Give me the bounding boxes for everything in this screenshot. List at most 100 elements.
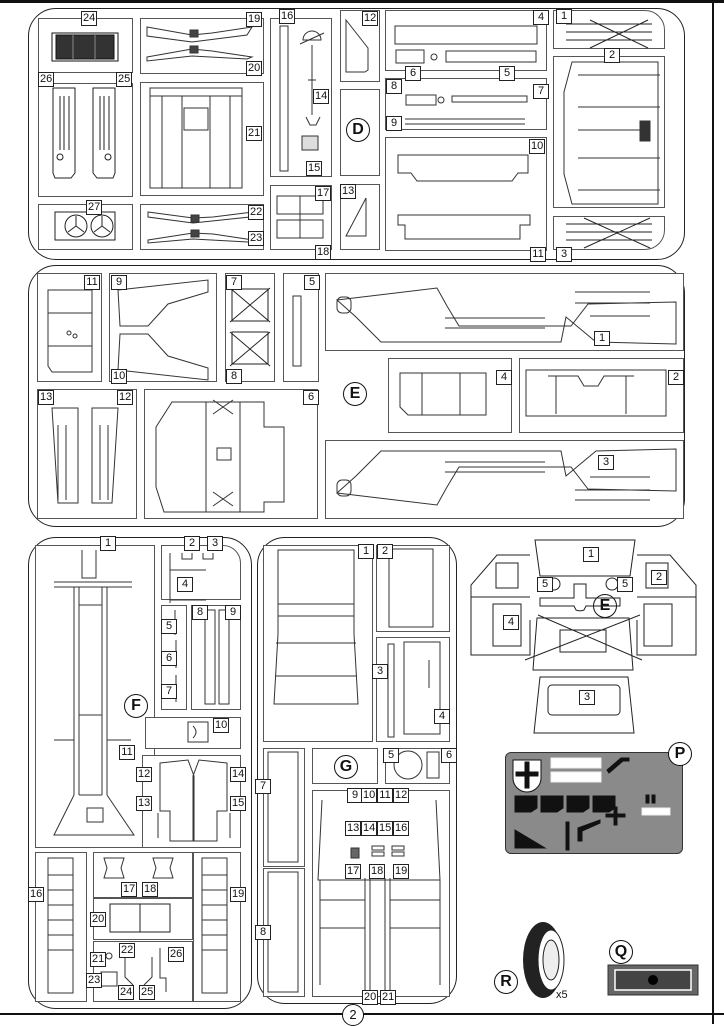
part-f2-f4: [169, 553, 214, 603]
part-f16-ladder: [47, 857, 74, 994]
part-f21-f26: [100, 948, 167, 992]
label-g19: 19: [393, 864, 410, 879]
part-d2-frame-rails: [563, 61, 660, 205]
label-g18: 18: [369, 864, 386, 879]
sprue-e-part-3: [325, 440, 684, 519]
part-f12-f15-steps: [157, 759, 231, 842]
part-f10: [187, 721, 209, 743]
tire-r-drawing: [523, 922, 565, 998]
label-f3: 3: [207, 536, 223, 551]
part-g2-panel: [388, 548, 434, 628]
sprue-g-letter: G: [334, 755, 358, 779]
label-g6: 6: [441, 748, 457, 763]
label-f18: 18: [142, 882, 159, 897]
sprue-d-parts-4-6: [385, 10, 547, 71]
label-g3: 3: [372, 664, 388, 679]
part-f5-f9: [174, 609, 230, 705]
label-g14: 14: [361, 821, 378, 836]
sprue-d-letter: D: [346, 118, 370, 142]
label-e2: 2: [668, 370, 684, 385]
part-d27-steering-wheels: [54, 211, 116, 241]
part-g7-g8: [267, 751, 299, 993]
label-d15: 15: [306, 161, 323, 176]
label-e13: 13: [38, 390, 55, 405]
label-d22: 22: [248, 205, 265, 220]
sprue-d-parts-19-20: [140, 18, 264, 74]
label-f21: 21: [90, 952, 107, 967]
label-g1: 1: [358, 544, 374, 559]
label-d13: 13: [340, 184, 357, 199]
label-clear-e5-left: 5: [537, 577, 553, 592]
label-d25: 25: [116, 72, 133, 87]
sprue-f-part-19: [193, 852, 241, 1002]
part-e6-floor: [155, 399, 285, 513]
label-f22: 22: [119, 943, 136, 958]
label-d7: 7: [533, 84, 549, 99]
part-d10-d11-frames: [397, 154, 531, 240]
label-clear-e1: 1: [583, 547, 599, 562]
sprue-f-parts-8-9: [191, 605, 241, 710]
right-border: [712, 0, 714, 1024]
label-e1: 1: [594, 331, 610, 346]
pe-fret-letter: P: [668, 742, 692, 766]
sprue-d-part-3: [553, 216, 665, 250]
part-f19-ladder: [201, 857, 228, 994]
label-d14: 14: [313, 89, 330, 104]
label-d20: 20: [246, 61, 263, 76]
label-f14: 14: [230, 767, 247, 782]
label-f2: 2: [184, 536, 200, 551]
part-f17-f18: [103, 857, 174, 879]
label-d8: 8: [386, 79, 402, 94]
sprue-d-parts-7-9: [385, 78, 547, 130]
label-e3: 3: [598, 455, 614, 470]
label-e12: 12: [117, 390, 134, 405]
label-g16: 16: [393, 821, 410, 836]
label-f12: 12: [136, 767, 153, 782]
label-clear-e2: 2: [651, 570, 667, 585]
label-d26: 26: [38, 72, 55, 87]
part-g9-g21: [317, 799, 441, 990]
label-e4: 4: [496, 370, 512, 385]
label-d17: 17: [315, 186, 332, 201]
label-g4: 4: [434, 709, 450, 724]
label-f1: 1: [100, 536, 116, 551]
label-f20: 20: [90, 912, 107, 927]
sprue-e-part-1: [325, 273, 684, 351]
clear-part-e4-door-window: [470, 554, 531, 656]
sprue-e-letter: E: [343, 382, 367, 406]
label-e10: 10: [111, 369, 128, 384]
decal-q-drawing: [607, 964, 699, 996]
part-d3-crossed: [566, 217, 652, 249]
label-g2: 2: [377, 544, 393, 559]
label-g15: 15: [377, 821, 394, 836]
label-d10: 10: [529, 139, 546, 154]
clear-part-e1-windshield: [534, 539, 636, 577]
sprue-g-part-2: [376, 545, 450, 632]
part-e7-e8-crossed: [229, 287, 271, 367]
part-e9-e10-fenders: [117, 279, 209, 381]
clear-part-e2-door-window: [636, 554, 697, 656]
clear-part-e-windshield-crossed: [524, 614, 643, 671]
label-d1: 1: [556, 9, 572, 24]
label-g12: 12: [393, 788, 410, 803]
label-g11: 11: [377, 788, 393, 803]
label-f8: 8: [192, 605, 208, 620]
label-d24: 24: [81, 11, 98, 26]
sprue-e-parts-12-13: [37, 389, 137, 519]
label-g7: 7: [255, 779, 271, 794]
label-f15: 15: [230, 796, 247, 811]
part-d21-front-panel: [149, 87, 243, 189]
label-g13: 13: [345, 821, 362, 836]
sprue-f-letter: F: [124, 694, 148, 718]
label-e8: 8: [226, 369, 242, 384]
label-d2: 2: [604, 48, 620, 63]
label-g17: 17: [345, 864, 362, 879]
label-d5: 5: [499, 66, 515, 81]
label-d16: 16: [279, 9, 296, 24]
label-d4: 4: [533, 10, 549, 25]
part-e2-bench: [525, 369, 667, 417]
top-border: [0, 0, 724, 3]
part-e12-e13: [51, 407, 119, 504]
label-f10: 10: [213, 718, 230, 733]
